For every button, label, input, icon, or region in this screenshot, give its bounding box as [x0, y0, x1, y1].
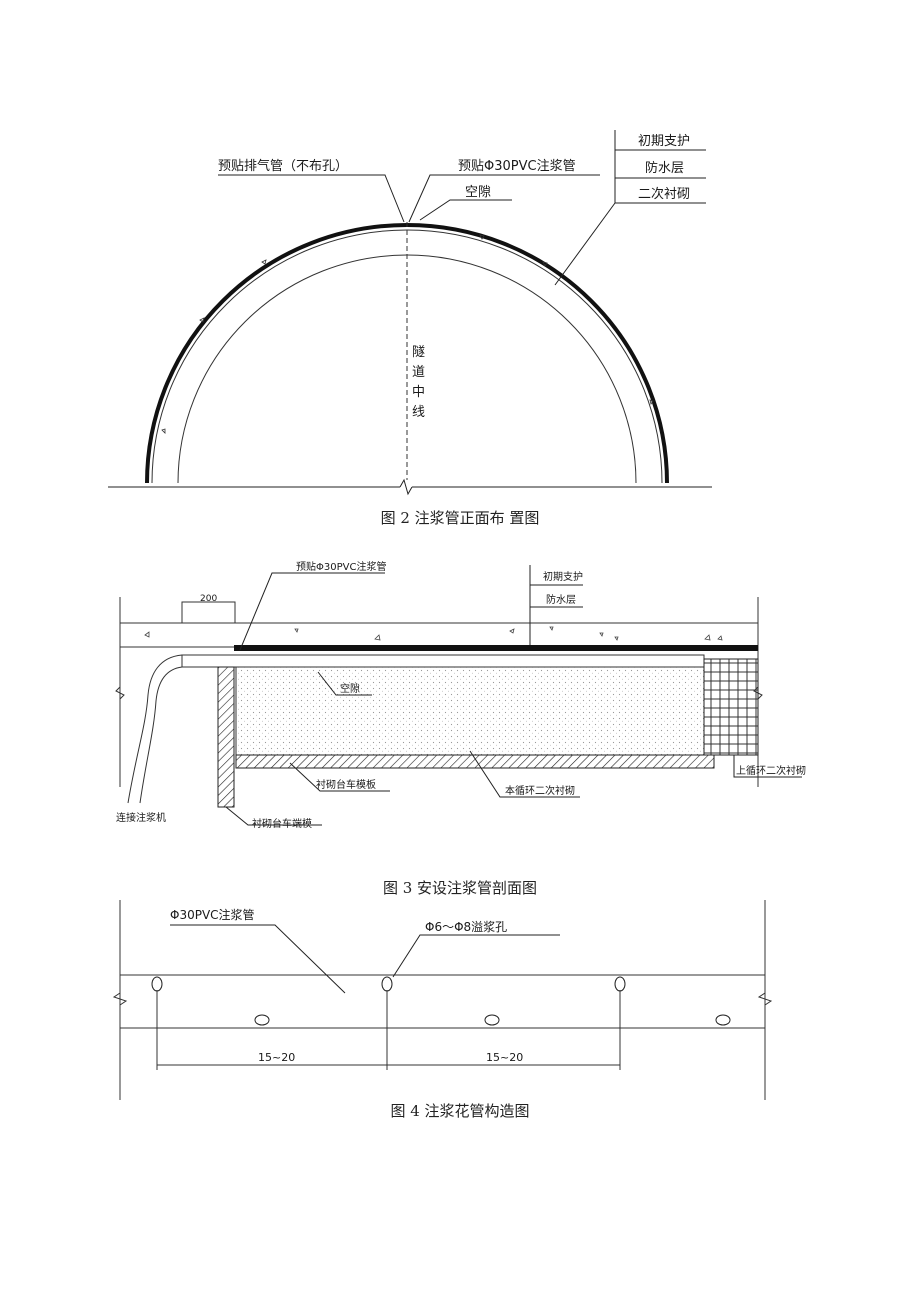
formwork-label: 衬砌台车模板: [316, 778, 376, 791]
pvc-pipe-label: 预贴Φ30PVC注浆管: [458, 159, 576, 174]
break-symbol: [399, 478, 413, 496]
hole: [254, 1014, 270, 1026]
centerline-char-3: 中: [412, 385, 425, 400]
overflow-holes: [151, 976, 731, 1026]
section-pvc-pipe-label: 预贴Φ30PVC注浆管: [296, 560, 386, 573]
spacing-label-1: 15~20: [258, 1051, 295, 1064]
dim-200-box: [181, 601, 236, 624]
current-lining-label: 本循环二次衬砌: [505, 784, 575, 797]
hole: [715, 1014, 731, 1026]
figure-4-perforated-pipe-detail: Φ30PVC注浆管 Φ6～Φ8溢浆孔 15~20 15~20: [0, 895, 920, 1105]
concrete-marks-section: [144, 626, 723, 641]
hole: [484, 1014, 500, 1026]
waterproof-label: 防水层: [645, 160, 684, 176]
figure-3-caption: 图 3 安设注浆管剖面图: [382, 879, 538, 897]
figure-3-grout-pipe-section: 200 预贴Φ30PVC注浆管 初期支护 防水层 空隙 衬砌台车模板 本循环二次…: [0, 555, 920, 845]
primary-support-band: [119, 622, 759, 648]
pipe-left-break: [112, 992, 128, 1006]
figure-2-grout-pipe-front-layout: 预贴排气管（不布孔） 预贴Φ30PVC注浆管 空隙 初期支护 防水层 二次衬砌 …: [0, 0, 920, 500]
figure-4-caption: 图 4 注浆花管构造图: [390, 1102, 530, 1120]
current-lining-block: [235, 666, 705, 756]
section-primary-support-label: 初期支护: [543, 570, 583, 583]
figure-2-caption: 图 2 注浆管正面布 置图: [380, 509, 540, 527]
section-leader-lines: [225, 565, 802, 826]
holes-label: Φ6～Φ8溢浆孔: [425, 919, 507, 934]
left-break: [115, 686, 125, 700]
secondary-lining-label: 二次衬砌: [638, 186, 690, 202]
end-form-label: 衬砌台车端模: [252, 817, 312, 830]
pipe-leader-lines: [170, 924, 560, 994]
vent-pipe-label: 预贴排气管（不布孔）: [218, 158, 348, 174]
concrete-marks: [161, 234, 654, 434]
section-waterproof-label: 防水层: [546, 593, 576, 606]
formwork-plate: [235, 754, 715, 769]
waterproof-layer-arch: [151, 229, 663, 484]
centerline-char-2: 道: [412, 365, 425, 380]
grout-machine-label: 连接注浆机: [116, 811, 166, 824]
hole: [381, 976, 393, 992]
centerline-char-1: 隧: [412, 344, 425, 360]
end-form: [217, 666, 235, 808]
primary-support-label: 初期支护: [638, 134, 690, 149]
pipe-right-break: [757, 992, 773, 1006]
void-strip: [181, 654, 705, 668]
grout-hose-outer: [127, 654, 183, 804]
leader-lines: [218, 130, 706, 286]
grout-hose-inner: [139, 666, 183, 804]
waterproof-layer: [234, 645, 758, 651]
previous-lining-grid: [703, 658, 759, 756]
section-void-label: 空隙: [340, 682, 360, 695]
spacing-label-2: 15~20: [486, 1051, 523, 1064]
dim-200-label: 200: [200, 594, 217, 604]
void-label: 空隙: [465, 185, 491, 200]
previous-lining-label: 上循环二次衬砌: [736, 764, 806, 777]
centerline-char-4: 线: [412, 405, 425, 420]
spacing-dimensions: [156, 990, 621, 1070]
hole: [151, 976, 163, 992]
pipe-pvc-label: Φ30PVC注浆管: [170, 907, 255, 922]
hole: [614, 976, 626, 992]
